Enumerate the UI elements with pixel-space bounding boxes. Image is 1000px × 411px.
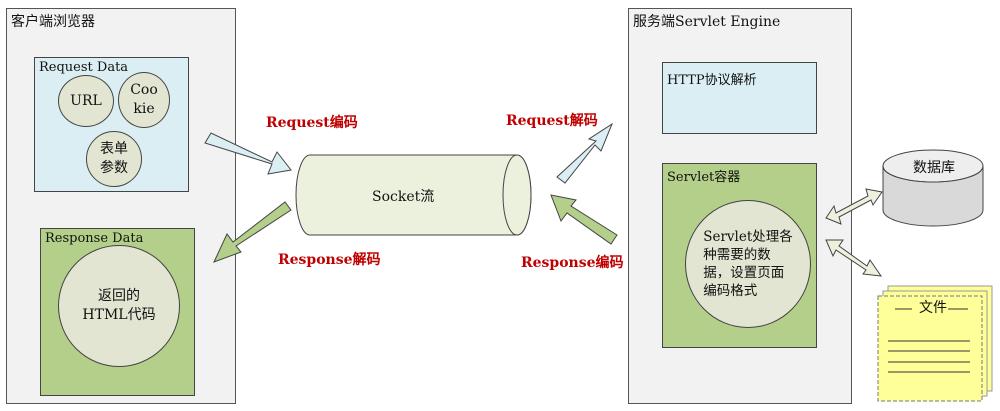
request-decode-label: Request解码 <box>506 113 598 129</box>
database-link-arrow <box>825 188 883 225</box>
request-encode-label: Request编码 <box>266 115 358 131</box>
response-encode-arrow <box>550 194 618 245</box>
socket-cylinder <box>295 154 532 236</box>
servlet-process-circle: Servlet处理各 种需要的数 据，设置页面 编码格式 <box>685 200 811 328</box>
file-link-arrow <box>825 239 883 277</box>
client-title: 客户端浏览器 <box>11 14 95 30</box>
url-label: URL <box>70 92 102 109</box>
cookie-circle: Coo kie <box>118 72 170 128</box>
response-decode-label: Response解码 <box>278 252 381 268</box>
server-title: 服务端Servlet Engine <box>633 14 781 30</box>
http-parse-box: HTTP协议解析 <box>662 62 817 134</box>
servlet-container-title: Servlet容器 <box>667 170 741 185</box>
request-decode-arrow <box>556 122 614 184</box>
request-data-title: Request Data <box>39 60 129 75</box>
file-label: 文件 <box>919 300 947 316</box>
response-data-title: Response Data <box>45 231 144 246</box>
response-decode-arrow <box>213 201 292 263</box>
cookie-label-2: kie <box>133 101 155 117</box>
response-encode-label: Response编码 <box>521 255 624 271</box>
form-label-2: 参数 <box>100 160 128 176</box>
request-encode-arrow <box>204 132 292 175</box>
process-line-2: 种需要的数 <box>703 246 771 263</box>
url-circle: URL <box>58 75 114 127</box>
html-label-1: 返回的 <box>98 288 140 305</box>
database-label: 数据库 <box>913 160 955 176</box>
html-label-2: HTML代码 <box>82 307 156 323</box>
http-parse-label: HTTP协议解析 <box>667 73 757 88</box>
socket-label: Socket流 <box>372 189 435 205</box>
form-params-circle: 表单参数 <box>86 131 142 187</box>
form-label-1: 表单 <box>100 141 128 158</box>
database-cylinder <box>882 149 984 227</box>
file-document <box>877 285 993 402</box>
html-code-circle: 返回的 HTML代码 <box>58 245 180 367</box>
process-line-4: 编码格式 <box>703 283 758 300</box>
cookie-label-1: Coo <box>130 82 158 99</box>
process-line-3: 据，设置页面 <box>703 265 785 281</box>
process-line-1: Servlet处理各 <box>703 228 793 245</box>
